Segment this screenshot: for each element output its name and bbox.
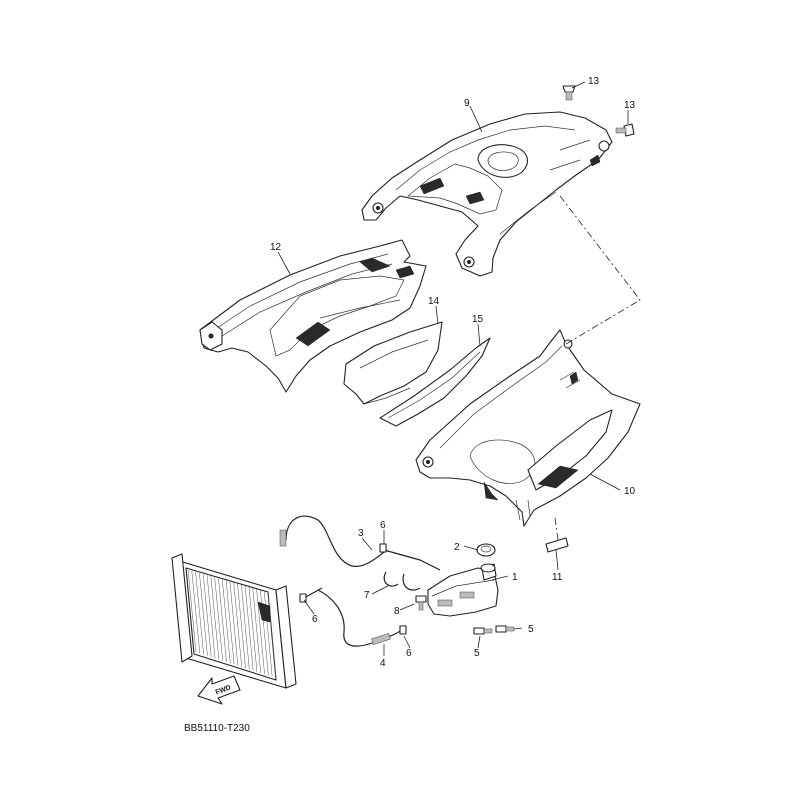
part-7-hose [383,571,421,591]
callout-12: 12 [270,242,282,253]
radiator-fin [214,577,223,661]
radiator-fin [206,575,216,659]
callout-labels: 9 13 13 12 14 15 10 11 1 2 3 6 7 8 6 6 4… [270,76,636,669]
part-12-side-cover-left [199,239,427,393]
radiator-fin [241,584,250,670]
callout-2: 2 [454,542,460,553]
part-15-strip [379,337,491,427]
coolant-hoses [279,515,441,647]
part-14-inner-panel [343,321,443,405]
diagram-code: BB51110-T230 [184,723,250,734]
radiator [171,553,297,689]
radiator-fin [202,574,212,657]
radiator-fin [222,579,231,664]
callout-4: 4 [380,658,386,669]
callout-7: 7 [364,590,370,601]
radiator-fin [244,585,254,671]
radiator-fin [252,587,262,674]
callout-6-b: 6 [312,614,318,625]
radiator-fin [218,578,227,662]
radiator-fin [187,569,197,653]
part-1-reservoir-tank [427,563,499,617]
callout-5-a: 5 [474,648,480,659]
part-13-clip-top [562,85,576,101]
hose-4 [317,589,405,647]
radiator-fin [195,572,204,655]
assembly-dash-line-2 [554,517,559,541]
callout-14: 14 [428,296,440,307]
radiator-fin [233,582,242,667]
part-5-bolt-a [473,627,493,635]
callout-6-a: 6 [380,520,386,531]
part-2-cap [476,543,496,557]
callout-1: 1 [512,572,518,583]
clamp-6-a [379,543,387,553]
radiator-fin [199,573,208,656]
radiator-fin [225,580,235,665]
radiator-fin [248,586,258,672]
hose-3 [285,515,385,567]
part-9-tank-cover [361,111,613,277]
callout-6-c: 6 [406,648,412,659]
part-11-pad [545,537,569,553]
clamp-6-c [399,625,407,635]
radiator-fin [191,571,201,654]
callout-3: 3 [358,528,364,539]
callout-15: 15 [472,314,484,325]
callout-10: 10 [624,486,636,497]
leader-lines [277,81,629,656]
callout-13-top: 13 [588,76,600,87]
part-13-clip-side [615,123,635,137]
callout-5-b: 5 [528,624,534,635]
clamp-6-b [299,593,307,603]
assembly-dash-line [559,195,641,345]
fwd-arrow-icon: FWD [197,675,241,705]
radiator-fin [237,583,246,669]
callout-9: 9 [464,98,470,109]
radiator-fin [210,576,220,660]
radiator-fin [256,588,265,675]
radiator-fin [229,581,239,666]
callout-11: 11 [552,572,563,583]
part-8-bolt [415,595,427,611]
part-5-bolt-b [495,625,515,633]
callout-13-side: 13 [624,100,636,111]
callout-8: 8 [394,606,400,617]
part-10-side-cover-right [415,329,641,527]
